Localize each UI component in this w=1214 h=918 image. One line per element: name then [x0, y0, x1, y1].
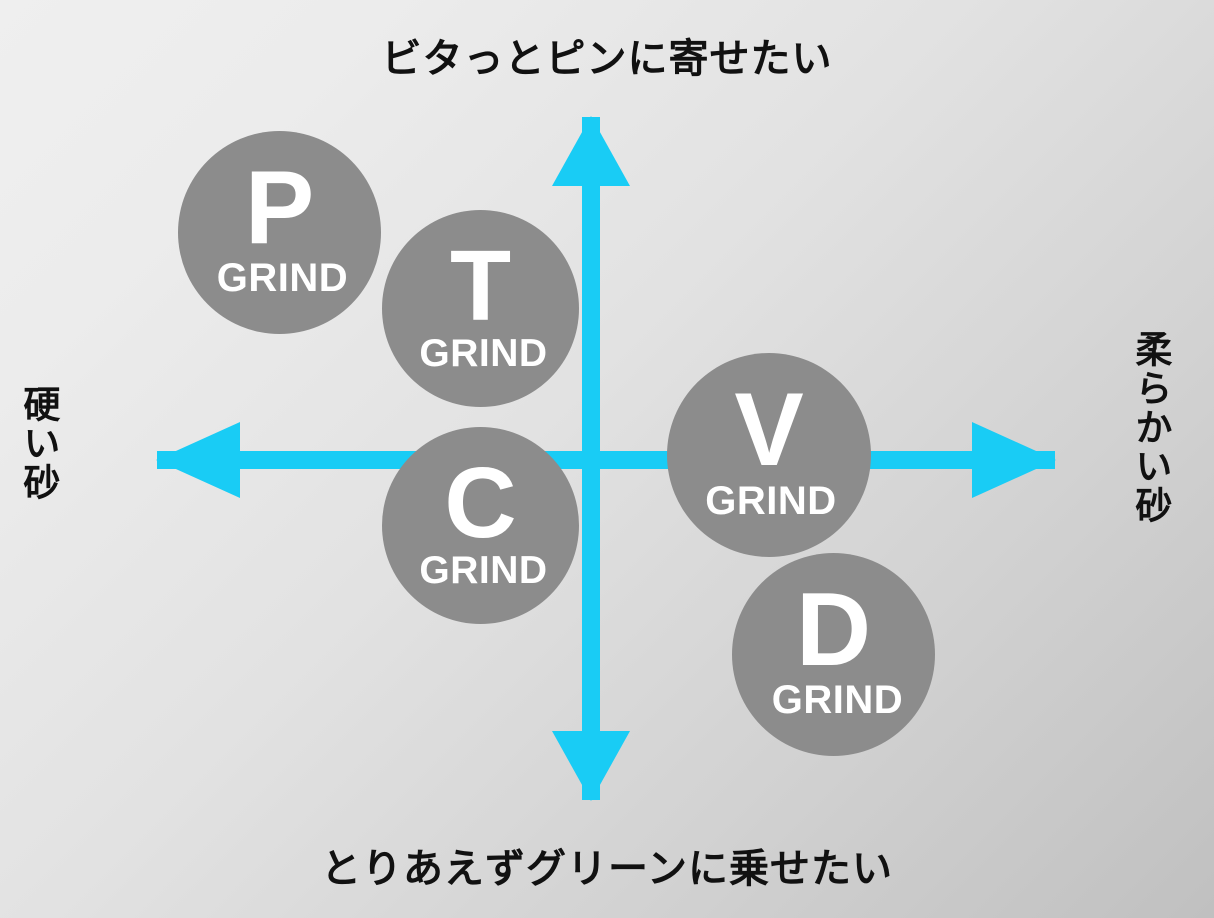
arrow-down-icon	[552, 731, 630, 801]
node-letter: V	[734, 372, 804, 489]
vertical-axis-shaft	[582, 117, 600, 800]
node-letter: P	[244, 149, 315, 266]
arrow-left-icon	[156, 422, 240, 498]
node-word: GRIND	[705, 478, 837, 523]
node-d-grind[interactable]: D GRIND	[732, 553, 935, 756]
node-v-grind[interactable]: V GRIND	[667, 353, 871, 557]
axis-label-right: 柔らかい砂	[1129, 330, 1171, 525]
node-letter: C	[444, 447, 517, 559]
node-t-grind[interactable]: T GRIND	[382, 210, 579, 407]
axis-label-top: ビタっとピンに寄せたい	[381, 37, 833, 81]
axis-label-left: 硬い砂	[17, 385, 59, 502]
node-word: GRIND	[419, 549, 548, 592]
arrow-right-icon	[972, 422, 1056, 498]
arrow-up-icon	[552, 116, 630, 186]
node-c-grind[interactable]: C GRIND	[382, 427, 579, 624]
axis-label-bottom: とりあえずグリーンに乗せたい	[321, 847, 893, 891]
node-word: GRIND	[771, 678, 904, 723]
node-letter: T	[449, 230, 512, 342]
horizontal-axis-shaft	[157, 451, 1055, 469]
node-p-grind[interactable]: P GRIND	[178, 131, 381, 334]
node-word: GRIND	[419, 332, 548, 375]
node-word: GRIND	[216, 256, 349, 301]
node-letter: D	[795, 571, 872, 688]
